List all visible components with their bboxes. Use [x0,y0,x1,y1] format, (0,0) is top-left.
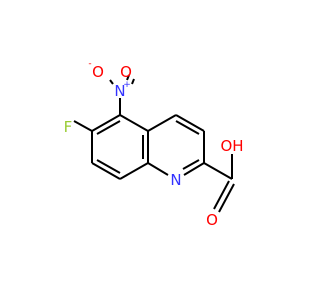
bond-c8-c7 [91,162,121,180]
bond-c4-c3 [175,114,205,132]
bond-c5-c4a [119,114,149,132]
bond-c4a-c4 [147,114,177,132]
bond-n-o-double-b [131,78,135,85]
bond-c8-c7-inner [96,159,121,174]
bond-c6-c5-inner [96,120,121,135]
bond-c2-carboxyl [203,162,233,180]
bond-n1-c8a [147,162,169,176]
carbonyl-oxygen-label: O [206,211,218,229]
fluorine-label: F [64,118,73,136]
bond-n-o-minus [109,79,114,85]
molecule-diagram: F N + O - O N OH O [64,59,244,229]
hydroxyl-label: OH [220,137,243,155]
bond-n-o-double-a [126,74,130,81]
nitro-nitrogen-label: N [114,82,125,100]
bond-c6-f [73,120,93,132]
nitro-nitrogen-charge: + [123,80,131,90]
nitro-oxygen-label: O [120,63,132,81]
bond-c6-c5 [91,114,121,132]
bond-carbonyl-a [213,180,230,210]
nitro-oxide-label: O [92,63,104,81]
structure-canvas: F N + O - O N OH O [63,59,244,229]
bond-c4-c3-inner [175,120,200,135]
bond-c2-n1 [183,162,205,176]
bond-carbonyl-b [218,183,235,213]
nitro-oxide-charge: - [88,59,91,69]
ring-nitrogen-label: N [170,171,181,189]
bond-c8a-c8 [119,162,149,180]
bond-c2-n1-inner [182,159,200,170]
